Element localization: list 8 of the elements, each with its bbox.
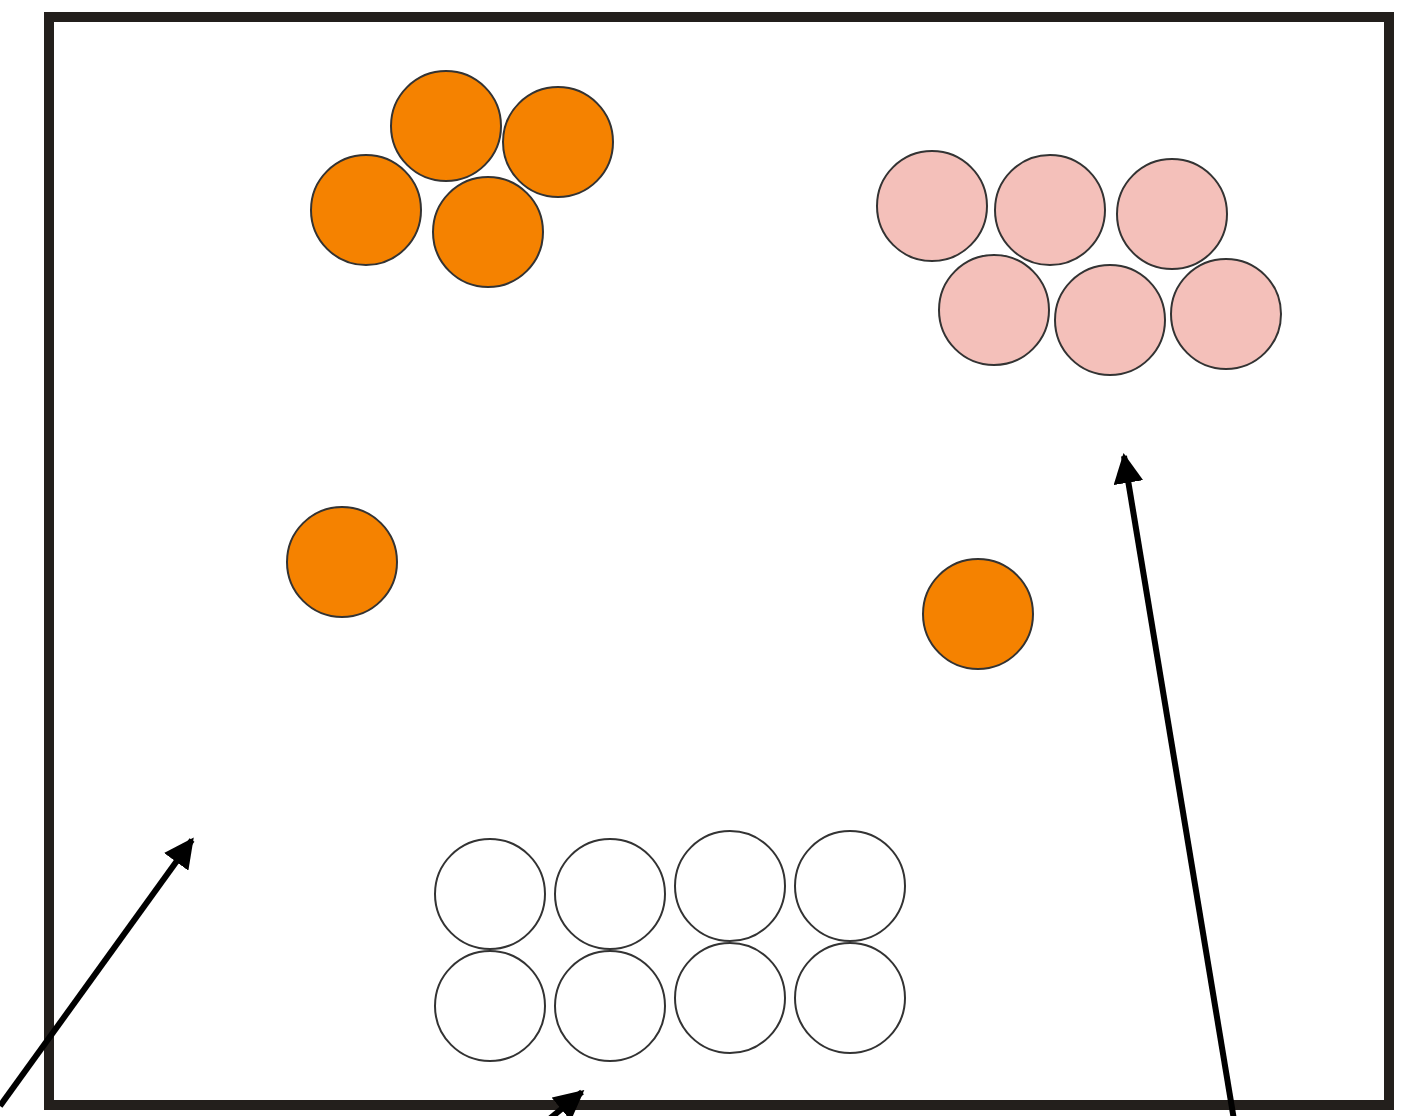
- circle: [1170, 258, 1282, 370]
- circle: [432, 176, 544, 288]
- circle: [938, 254, 1050, 366]
- circle: [310, 154, 422, 266]
- frame-box: [44, 12, 1394, 1110]
- circle: [390, 70, 502, 182]
- circle: [1116, 158, 1228, 270]
- circle: [1054, 264, 1166, 376]
